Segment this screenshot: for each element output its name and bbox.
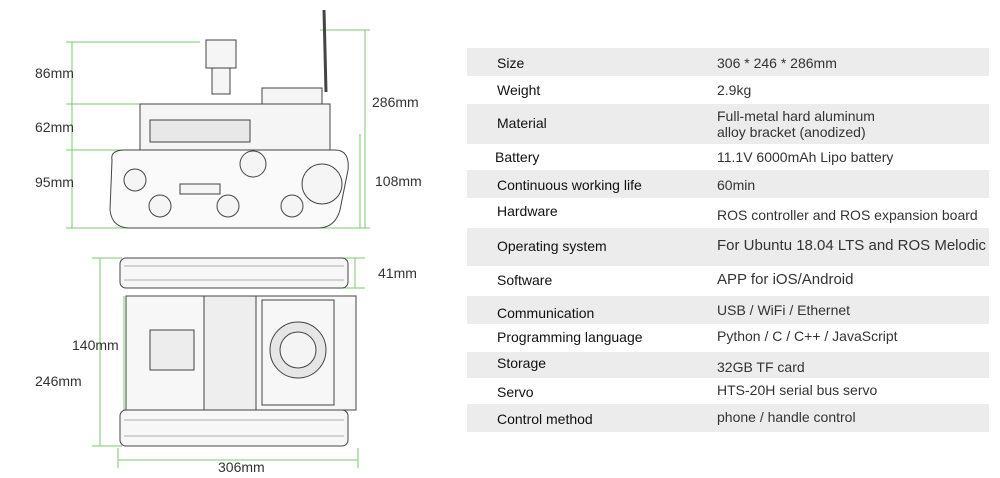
spec-value: ROS controller and ROS expansion board <box>717 207 978 223</box>
dim-140mm: 140mm <box>72 337 119 353</box>
spec-label: Operating system <box>497 238 607 254</box>
spec-value: phone / handle control <box>717 409 856 425</box>
spec-label: Material <box>497 115 547 131</box>
dim-41mm: 41mm <box>378 265 417 281</box>
spec-row-os: Operating system For Ubuntu 18.04 LTS an… <box>467 228 989 266</box>
spec-row-control: Control method phone / handle control <box>467 404 989 432</box>
spec-label: Programming language <box>497 329 643 345</box>
spec-label: Battery <box>495 149 540 165</box>
spec-label: Continuous working life <box>497 177 642 193</box>
robot-top-view <box>119 257 357 447</box>
dim-86mm: 86mm <box>35 65 74 81</box>
spec-value: 2.9kg <box>717 82 752 98</box>
spec-label: Size <box>497 55 525 71</box>
robot-technical-drawing: 86mm 62mm 95mm 286mm 108mm 41mm 140mm 24… <box>35 9 422 475</box>
dim-95mm: 95mm <box>35 174 74 190</box>
spec-value: 60min <box>717 177 756 193</box>
spec-row-weight: Weight 2.9kg <box>467 76 989 104</box>
spec-row-programming: Programming language Python / C / C++ / … <box>467 324 989 352</box>
spec-value: 306 * 246 * 286mm <box>717 55 837 71</box>
spec-value: USB / WiFi / Ethernet <box>717 302 851 318</box>
spec-row-working-life: Continuous working life 60min <box>467 170 989 198</box>
dim-62mm: 62mm <box>35 119 74 135</box>
spec-row-storage: Storage 32GB TF card <box>467 352 989 378</box>
spec-row-software: Software APP for iOS/Android <box>467 266 989 296</box>
spec-value: Python / C / C++ / JavaScript <box>717 328 898 344</box>
spec-value: 11.1V 6000mAh Lipo battery <box>717 149 894 165</box>
spec-value-line2: alloy bracket (anodized) <box>717 124 866 140</box>
spec-row-battery: Battery 11.1V 6000mAh Lipo battery <box>467 144 989 170</box>
spec-row-servo: Servo HTS-20H serial bus servo <box>467 378 989 404</box>
spec-row-communication: Communication USB / WiFi / Ethernet <box>467 296 989 324</box>
spec-value: For Ubuntu 18.04 LTS and ROS Melodic <box>717 237 987 254</box>
spec-row-hardware: Hardware ROS controller and ROS expansio… <box>467 198 989 228</box>
spec-value: HTS-20H serial bus servo <box>717 382 878 398</box>
spec-value: Full-metal hard aluminum <box>717 108 875 124</box>
spec-label: Weight <box>497 82 541 98</box>
spec-label: Control method <box>497 411 593 427</box>
spec-value: APP for iOS/Android <box>717 271 854 288</box>
spec-label: Servo <box>497 384 534 400</box>
spec-row-material: Material Full-metal hard aluminum alloy … <box>467 104 989 144</box>
spec-label: Storage <box>497 355 547 371</box>
dim-108mm: 108mm <box>375 173 422 189</box>
spec-row-size: Size 306 * 246 * 286mm <box>467 48 989 76</box>
spec-value: 32GB TF card <box>717 359 805 375</box>
spec-label: Software <box>497 272 553 288</box>
spec-label: Hardware <box>497 203 558 219</box>
dim-286mm: 286mm <box>372 94 419 110</box>
dim-246mm: 246mm <box>35 373 82 389</box>
dim-306mm: 306mm <box>218 459 265 475</box>
robot-side-view <box>109 9 349 229</box>
spec-label: Communication <box>497 305 595 321</box>
